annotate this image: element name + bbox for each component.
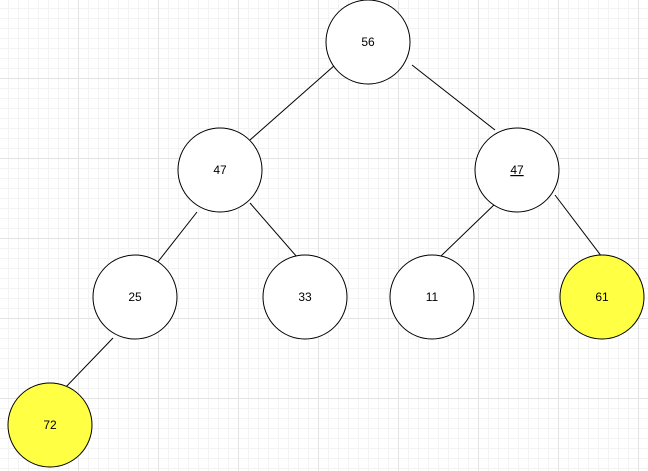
node-label: 47	[510, 163, 524, 177]
node-label: 25	[128, 290, 142, 304]
edge-root-right-47[interactable]	[411, 64, 496, 131]
edge-right-47-node-11[interactable]	[440, 201, 498, 257]
edge-right-47-node-61[interactable]	[554, 194, 603, 258]
node-label: 61	[595, 290, 609, 304]
tree-node-11[interactable]: 11	[389, 254, 475, 340]
edge-left-47-node-33[interactable]	[249, 202, 298, 258]
node-circle[interactable]	[7, 382, 93, 468]
tree-node-61[interactable]: 61	[559, 254, 645, 340]
node-circle[interactable]	[177, 127, 263, 213]
tree-node-72[interactable]: 72	[7, 382, 93, 468]
tree-node-root[interactable]: 56	[325, 0, 411, 85]
edges	[62, 64, 603, 391]
tree-node-left-47[interactable]: 47	[177, 127, 263, 213]
node-label: 33	[298, 290, 312, 304]
nodes: 56 47 47 25 33 11	[7, 0, 645, 468]
tree-node-right-47[interactable]: 47	[474, 127, 560, 213]
node-circle[interactable]	[92, 254, 178, 340]
node-label: 11	[426, 290, 439, 304]
node-circle[interactable]	[389, 254, 475, 340]
node-label: 72	[43, 418, 57, 432]
edge-left-47-node-25[interactable]	[156, 211, 198, 264]
node-label: 47	[213, 163, 227, 177]
node-circle[interactable]	[262, 254, 348, 340]
node-circle[interactable]	[559, 254, 645, 340]
edge-root-left-47[interactable]	[249, 64, 336, 141]
node-label: 56	[361, 35, 375, 49]
edge-node-25-node-72[interactable]	[62, 337, 114, 391]
tree-node-33[interactable]: 33	[262, 254, 348, 340]
node-circle[interactable]	[325, 0, 411, 85]
node-circle[interactable]	[474, 127, 560, 213]
tree-node-25[interactable]: 25	[92, 254, 178, 340]
